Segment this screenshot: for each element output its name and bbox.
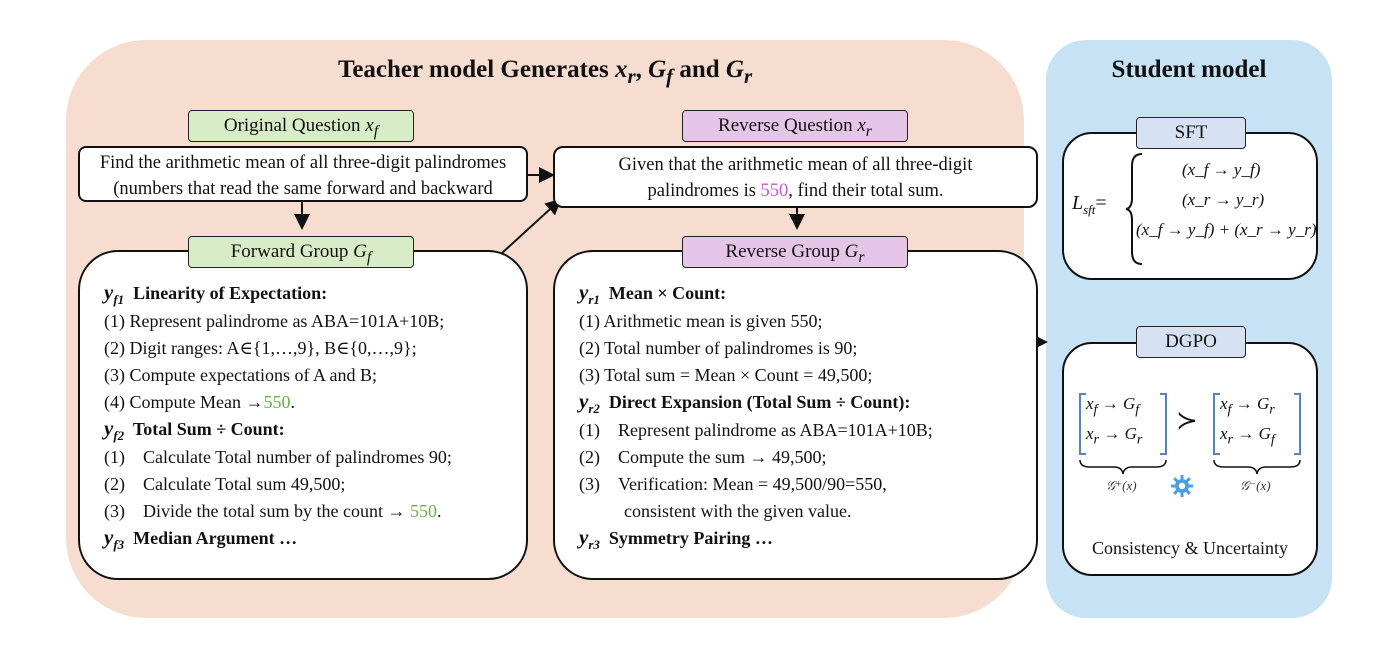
original-question-box: Find the arithmetic mean of all three-di…	[78, 146, 528, 202]
dgpo-right-brackets	[1213, 393, 1301, 455]
original-question-line2: (numbers that read the same forward and …	[113, 179, 493, 199]
sft-brace	[1125, 153, 1143, 265]
dgpo-pos-set: 𝒢⁺(x)	[1106, 478, 1137, 493]
dgpo-right-row1: xf → Gr	[1220, 394, 1275, 418]
sft-term-3: (x_f → y_f) + (x_r → y_r)	[1136, 220, 1317, 239]
reverse-question-line1: Given that the arithmetic mean of all th…	[618, 155, 973, 175]
reverse-y2-step1: (1)Represent palindrome as ABA=101A+10B;	[579, 420, 933, 441]
reverse-y2-step3-cont: consistent with the given value.	[624, 501, 852, 522]
original-question-label: Original Question xf	[188, 110, 414, 142]
student-title: Student model	[1111, 56, 1267, 83]
forward-y2-step1: (1)Calculate Total number of palindromes…	[104, 447, 452, 468]
dgpo-label: DGPO	[1136, 326, 1246, 358]
dgpo-neg-set: 𝒢⁻(x)	[1240, 478, 1271, 493]
reverse-y1-step3: (3) Total sum = Mean × Count = 49,500;	[579, 365, 873, 386]
reverse-y2-heading: yr2 Direct Expansion (Total Sum ÷ Count)…	[579, 389, 911, 417]
sft-box: Lsft= (x_f → y_f) (x_r → y_r) (x_f → y_f…	[1062, 132, 1318, 280]
reverse-y1-step2: (2) Total number of palindromes is 90;	[579, 338, 858, 359]
gear-icon	[1171, 475, 1193, 497]
dgpo-left-row2: xr → Gr	[1086, 424, 1143, 448]
reverse-question-box: Given that the arithmetic mean of all th…	[553, 146, 1038, 208]
dgpo-caption: Consistency & Uncertainty	[1092, 538, 1288, 558]
dgpo-left-brackets	[1079, 393, 1167, 455]
dgpo-box: xf → Gf xr → Gr ≻ xf → Gr xr → Gf 𝒢⁺(x) …	[1062, 342, 1318, 576]
reverse-y2-step3: (3)Verification: Mean = 49,500/90=550,	[579, 474, 887, 495]
sft-loss-name: Lsft=	[1072, 192, 1107, 217]
forward-y1-step1: (1) Represent palindrome as ABA=101A+10B…	[104, 311, 445, 332]
reverse-question-label: Reverse Question xr	[682, 110, 908, 142]
dgpo-succ: ≻	[1176, 406, 1198, 435]
reverse-group-label: Reverse Group Gr	[682, 236, 908, 268]
reverse-y1-heading: yr1 Mean × Count:	[579, 280, 727, 308]
dgpo-underbraces	[1079, 459, 1301, 475]
forward-y1-heading: yf1 Linearity of Expectation:	[104, 280, 328, 308]
forward-y2-heading: yf2 Total Sum ÷ Count:	[104, 416, 285, 444]
sft-term-2: (x_r → y_r)	[1182, 190, 1265, 209]
reverse-question-line2: palindromes is 550, find their total sum…	[647, 181, 944, 201]
reverse-group-box: yr1 Mean × Count: (1) Arithmetic mean is…	[553, 250, 1038, 580]
reverse-y3-heading: yr3 Symmetry Pairing …	[579, 525, 773, 553]
forward-y2-step2: (2)Calculate Total sum 49,500;	[104, 474, 346, 495]
forward-y1-step4: (4) Compute Mean →550.	[104, 392, 295, 413]
forward-y2-step3: (3)Divide the total sum by the count → 5…	[104, 501, 442, 522]
forward-group-box: yf1 Linearity of Expectation: (1) Repres…	[78, 250, 528, 580]
dgpo-left-row1: xf → Gf	[1086, 394, 1140, 418]
reverse-y1-step1: (1) Arithmetic mean is given 550;	[579, 311, 823, 332]
forward-y1-step3: (3) Compute expectations of A and B;	[104, 365, 377, 386]
forward-y3-heading: yf3 Median Argument …	[104, 525, 298, 553]
dgpo-right-row2: xr → Gf	[1220, 424, 1275, 448]
reverse-y2-step2: (2)Compute the sum → 49,500;	[579, 447, 827, 468]
sft-term-1: (x_f → y_f)	[1182, 160, 1261, 179]
teacher-title: Teacher model Generates xr, Gf and Gr	[337, 56, 753, 88]
forward-y1-step2: (2) Digit ranges: A∈{1,…,9}, B∈{0,…,9};	[104, 338, 417, 359]
forward-group-label: Forward Group Gf	[188, 236, 414, 268]
original-question-line1: Find the arithmetic mean of all three-di…	[99, 153, 507, 173]
sft-label: SFT	[1136, 117, 1246, 149]
